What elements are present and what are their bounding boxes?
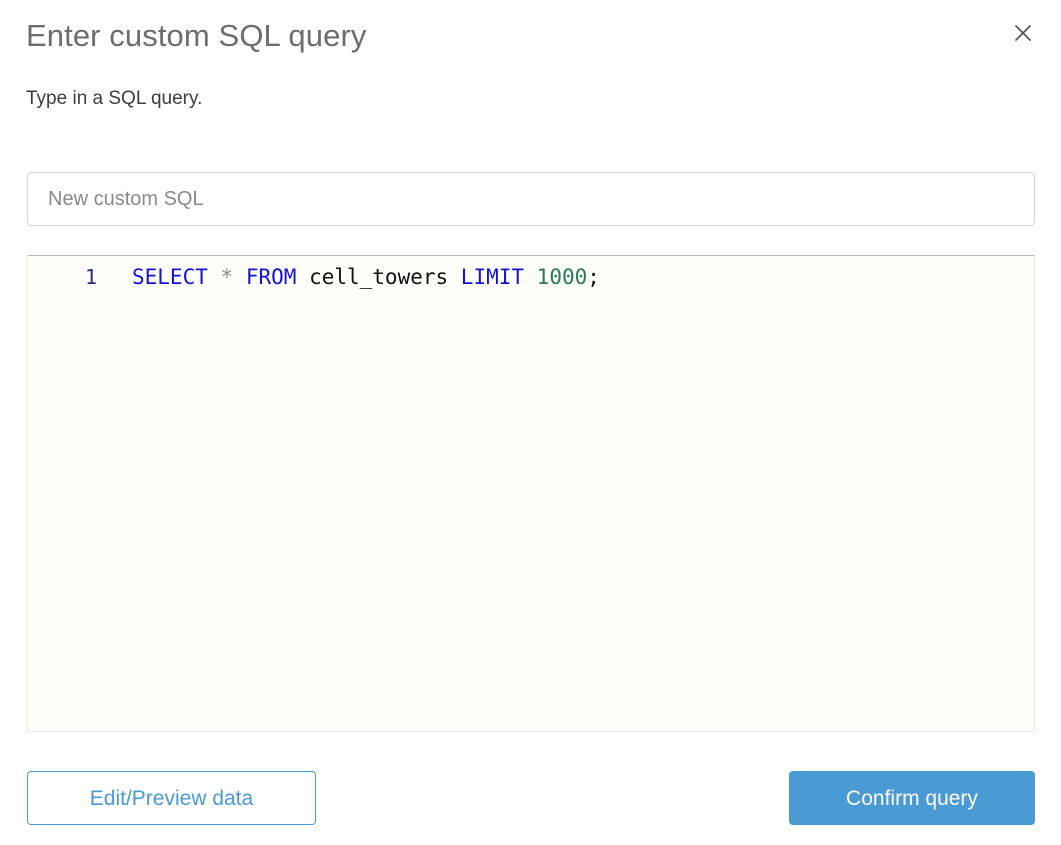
sql-editor-line: 1 SELECT * FROM cell_towers LIMIT 1000; [28, 256, 1034, 290]
sql-token-plain [448, 265, 461, 289]
page-title: Enter custom SQL query [26, 18, 367, 53]
sql-query-text[interactable]: SELECT * FROM cell_towers LIMIT 1000; [101, 265, 600, 289]
edit-preview-data-button[interactable]: Edit/Preview data [27, 771, 316, 825]
confirm-query-button[interactable]: Confirm query [789, 771, 1035, 825]
sql-token-plain [296, 265, 309, 289]
close-button[interactable] [1007, 17, 1039, 49]
sql-token-keyword: SELECT [132, 265, 208, 289]
sql-token-plain [208, 265, 221, 289]
sql-token-plain [524, 265, 537, 289]
query-name-input[interactable] [27, 172, 1035, 226]
sql-token-plain [233, 265, 246, 289]
sql-token-ident: cell_towers [309, 265, 449, 289]
sql-token-punct: ; [587, 265, 600, 289]
dialog-subtitle: Type in a SQL query. [26, 88, 203, 109]
sql-token-operator: * [220, 265, 234, 289]
sql-token-number: 1000 [536, 265, 588, 289]
sql-editor[interactable]: 1 SELECT * FROM cell_towers LIMIT 1000; [27, 255, 1035, 732]
sql-token-keyword: FROM [245, 265, 297, 289]
close-icon [1013, 23, 1033, 43]
sql-token-keyword: LIMIT [460, 265, 525, 289]
line-number-gutter: 1 [84, 265, 97, 289]
